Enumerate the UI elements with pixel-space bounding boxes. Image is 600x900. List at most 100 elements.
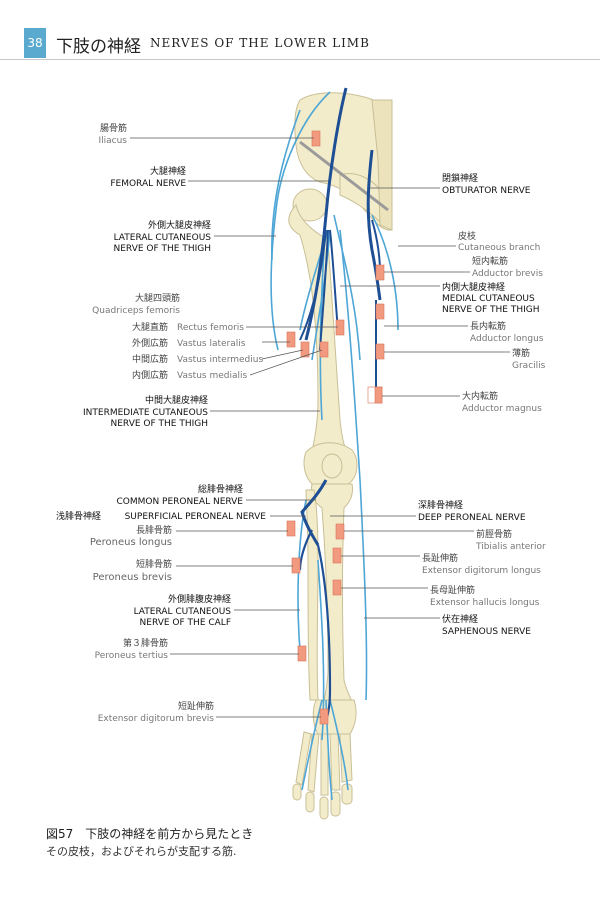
toe-2 bbox=[330, 791, 341, 817]
inguinal-ligament bbox=[299, 140, 389, 212]
label-edl-en: Extensor digitorum longus bbox=[422, 566, 541, 576]
marker-adductor-magnus-fill bbox=[374, 386, 383, 404]
label-vlat-en: Vastus lateralis bbox=[177, 339, 246, 349]
marker-iliacus bbox=[311, 130, 321, 147]
marker-peroneus-brevis bbox=[291, 557, 301, 574]
label-rectus-en: Rectus femoris bbox=[177, 323, 244, 333]
fibula bbox=[305, 489, 319, 701]
label-lcnt-jp: 外側大腿皮神経 bbox=[148, 219, 211, 231]
marker-gracilis bbox=[375, 343, 385, 360]
marker-extensor-hallucis-longus bbox=[332, 579, 342, 596]
label-addlong-jp: 長内転筋 bbox=[470, 320, 506, 332]
label-perter-en: Peroneus tertius bbox=[95, 651, 169, 661]
label-gracilis-en: Gracilis bbox=[512, 361, 546, 371]
label-cpn-en: COMMON PERONEAL NERVE bbox=[116, 497, 243, 507]
figure-caption: 図57 下肢の神経を前方から見たとき bbox=[46, 827, 254, 841]
label-vint-en: Vastus intermedius bbox=[177, 355, 263, 365]
label-quad-en: Quadriceps femoris bbox=[92, 306, 180, 316]
metatarsal-4 bbox=[307, 733, 320, 793]
patella bbox=[321, 453, 343, 479]
label-obt-jp: 閉鎖神経 bbox=[442, 172, 478, 184]
superficial-peroneal-branches bbox=[301, 559, 349, 801]
label-perter-jp: 第３腓骨筋 bbox=[123, 637, 168, 649]
label-lcnt-en2: NERVE OF THE THIGH bbox=[114, 244, 211, 254]
metatarsal-1 bbox=[339, 733, 353, 783]
marker-adductor-longus bbox=[375, 303, 385, 320]
obturator-nerve bbox=[366, 149, 382, 301]
label-saph-en: SAPHENOUS NERVE bbox=[442, 627, 531, 637]
label-mcnt-jp: 内側大腿皮神経 bbox=[442, 281, 505, 293]
label-edl-jp: 長趾伸筋 bbox=[422, 552, 458, 564]
label-saph-jp: 伏在神経 bbox=[442, 613, 478, 625]
marker-vastus-medialis bbox=[319, 341, 329, 358]
labels-left: 腸骨筋 Iliacus 大腿神経 FEMORAL NERVE 外側大腿皮神経 L… bbox=[56, 122, 266, 724]
label-icnt-en2: NERVE OF THE THIGH bbox=[111, 419, 208, 429]
label-cut-jp: 皮枝 bbox=[458, 230, 476, 242]
label-cut-en: Cutaneous branch bbox=[458, 243, 540, 253]
leader-lines bbox=[130, 137, 510, 718]
header-rule bbox=[0, 59, 600, 60]
label-tibant-jp: 前脛骨筋 bbox=[476, 528, 512, 540]
metatarsal-3 bbox=[320, 733, 329, 796]
saphenous-nerve bbox=[339, 229, 368, 701]
label-dpn-en: DEEP PERONEAL NERVE bbox=[418, 513, 526, 523]
label-perlong-jp: 長腓骨筋 bbox=[136, 524, 172, 536]
label-dpn-jp: 深腓骨神経 bbox=[418, 499, 463, 511]
metatarsal-5 bbox=[295, 731, 312, 786]
label-obt-en: OBTURATOR NERVE bbox=[442, 186, 531, 196]
label-cpn-jp: 総腓骨神経 bbox=[198, 483, 243, 495]
label-vint-jp: 中間広筋 bbox=[132, 353, 168, 365]
marker-tibialis-anterior bbox=[335, 523, 345, 540]
label-edb-jp: 短趾伸筋 bbox=[178, 700, 214, 712]
page-number-box bbox=[24, 28, 46, 58]
page-title-jp: 下肢の神経 bbox=[56, 37, 141, 57]
common-peroneal-nerve bbox=[300, 479, 328, 546]
label-icnt-jp: 中間大腿皮神経 bbox=[145, 394, 208, 406]
label-rectus-jp: 大腿直筋 bbox=[132, 321, 168, 333]
cutaneous-nerves bbox=[270, 91, 399, 801]
label-iliacus-en: Iliacus bbox=[98, 136, 127, 146]
label-lccalf-en1: LATERAL CUTANEOUS bbox=[134, 607, 232, 617]
label-femoral-en: FEMORAL NERVE bbox=[110, 179, 186, 189]
marker-rectus-femoris bbox=[335, 319, 345, 336]
label-perbrev-en: Peroneus brevis bbox=[93, 572, 172, 583]
cutaneous-branch-obturator bbox=[371, 214, 399, 331]
marker-vastus-lateralis bbox=[286, 331, 296, 348]
lcnt-branch bbox=[271, 109, 301, 261]
marker-extensor-digitorum-longus bbox=[332, 547, 342, 564]
figure-caption-sub: その皮枝，およびそれらが支配する筋. bbox=[46, 845, 237, 858]
label-mcnt-en1: MEDIAL CUTANEOUS bbox=[442, 294, 535, 304]
marker-peroneus-tertius bbox=[297, 645, 307, 662]
label-gracilis-jp: 薄筋 bbox=[512, 347, 530, 359]
label-ehl-jp: 長母趾伸筋 bbox=[430, 584, 475, 596]
label-icnt-en1: INTERMEDIATE CUTANEOUS bbox=[83, 408, 208, 418]
label-vmed-jp: 内側広筋 bbox=[132, 369, 168, 381]
toe-4 bbox=[305, 791, 315, 813]
label-addmag-jp: 大内転筋 bbox=[462, 390, 498, 402]
femoral-branch-2 bbox=[319, 229, 329, 351]
label-tibant-en: Tibialis anterior bbox=[475, 542, 546, 552]
marker-vastus-intermedius bbox=[300, 341, 310, 358]
toe-5 bbox=[292, 783, 302, 801]
label-perlong-en: Peroneus longus bbox=[90, 537, 172, 548]
metatarsal-2 bbox=[329, 733, 341, 791]
label-ehl-en: Extensor hallucis longus bbox=[430, 598, 540, 608]
label-mcnt-en2: NERVE OF THE THIGH bbox=[442, 305, 539, 315]
motor-nerves bbox=[298, 87, 382, 721]
medial-cutaneous-nerve bbox=[333, 214, 361, 361]
label-lccalf-jp: 外側腓腹皮神経 bbox=[168, 593, 231, 605]
muscle-markers bbox=[286, 130, 385, 725]
label-perbrev-jp: 短腓骨筋 bbox=[136, 558, 172, 570]
lateral-cutaneous-nerve-thigh bbox=[270, 91, 331, 351]
label-iliacus-jp: 腸骨筋 bbox=[100, 122, 127, 134]
label-addmag-en: Adductor magnus bbox=[462, 404, 542, 414]
label-vlat-jp: 外側広筋 bbox=[132, 337, 168, 349]
label-addbrev-en: Adductor brevis bbox=[472, 269, 543, 279]
label-lcnt-en1: LATERAL CUTANEOUS bbox=[114, 233, 212, 243]
toe-3 bbox=[319, 796, 329, 820]
page-header: 38 下肢の神経 NERVES OF THE LOWER LIMB bbox=[0, 28, 600, 60]
label-lccalf-en2: NERVE OF THE CALF bbox=[140, 618, 231, 628]
marker-peroneus-longus bbox=[286, 520, 296, 537]
page-number: 38 bbox=[27, 36, 43, 50]
